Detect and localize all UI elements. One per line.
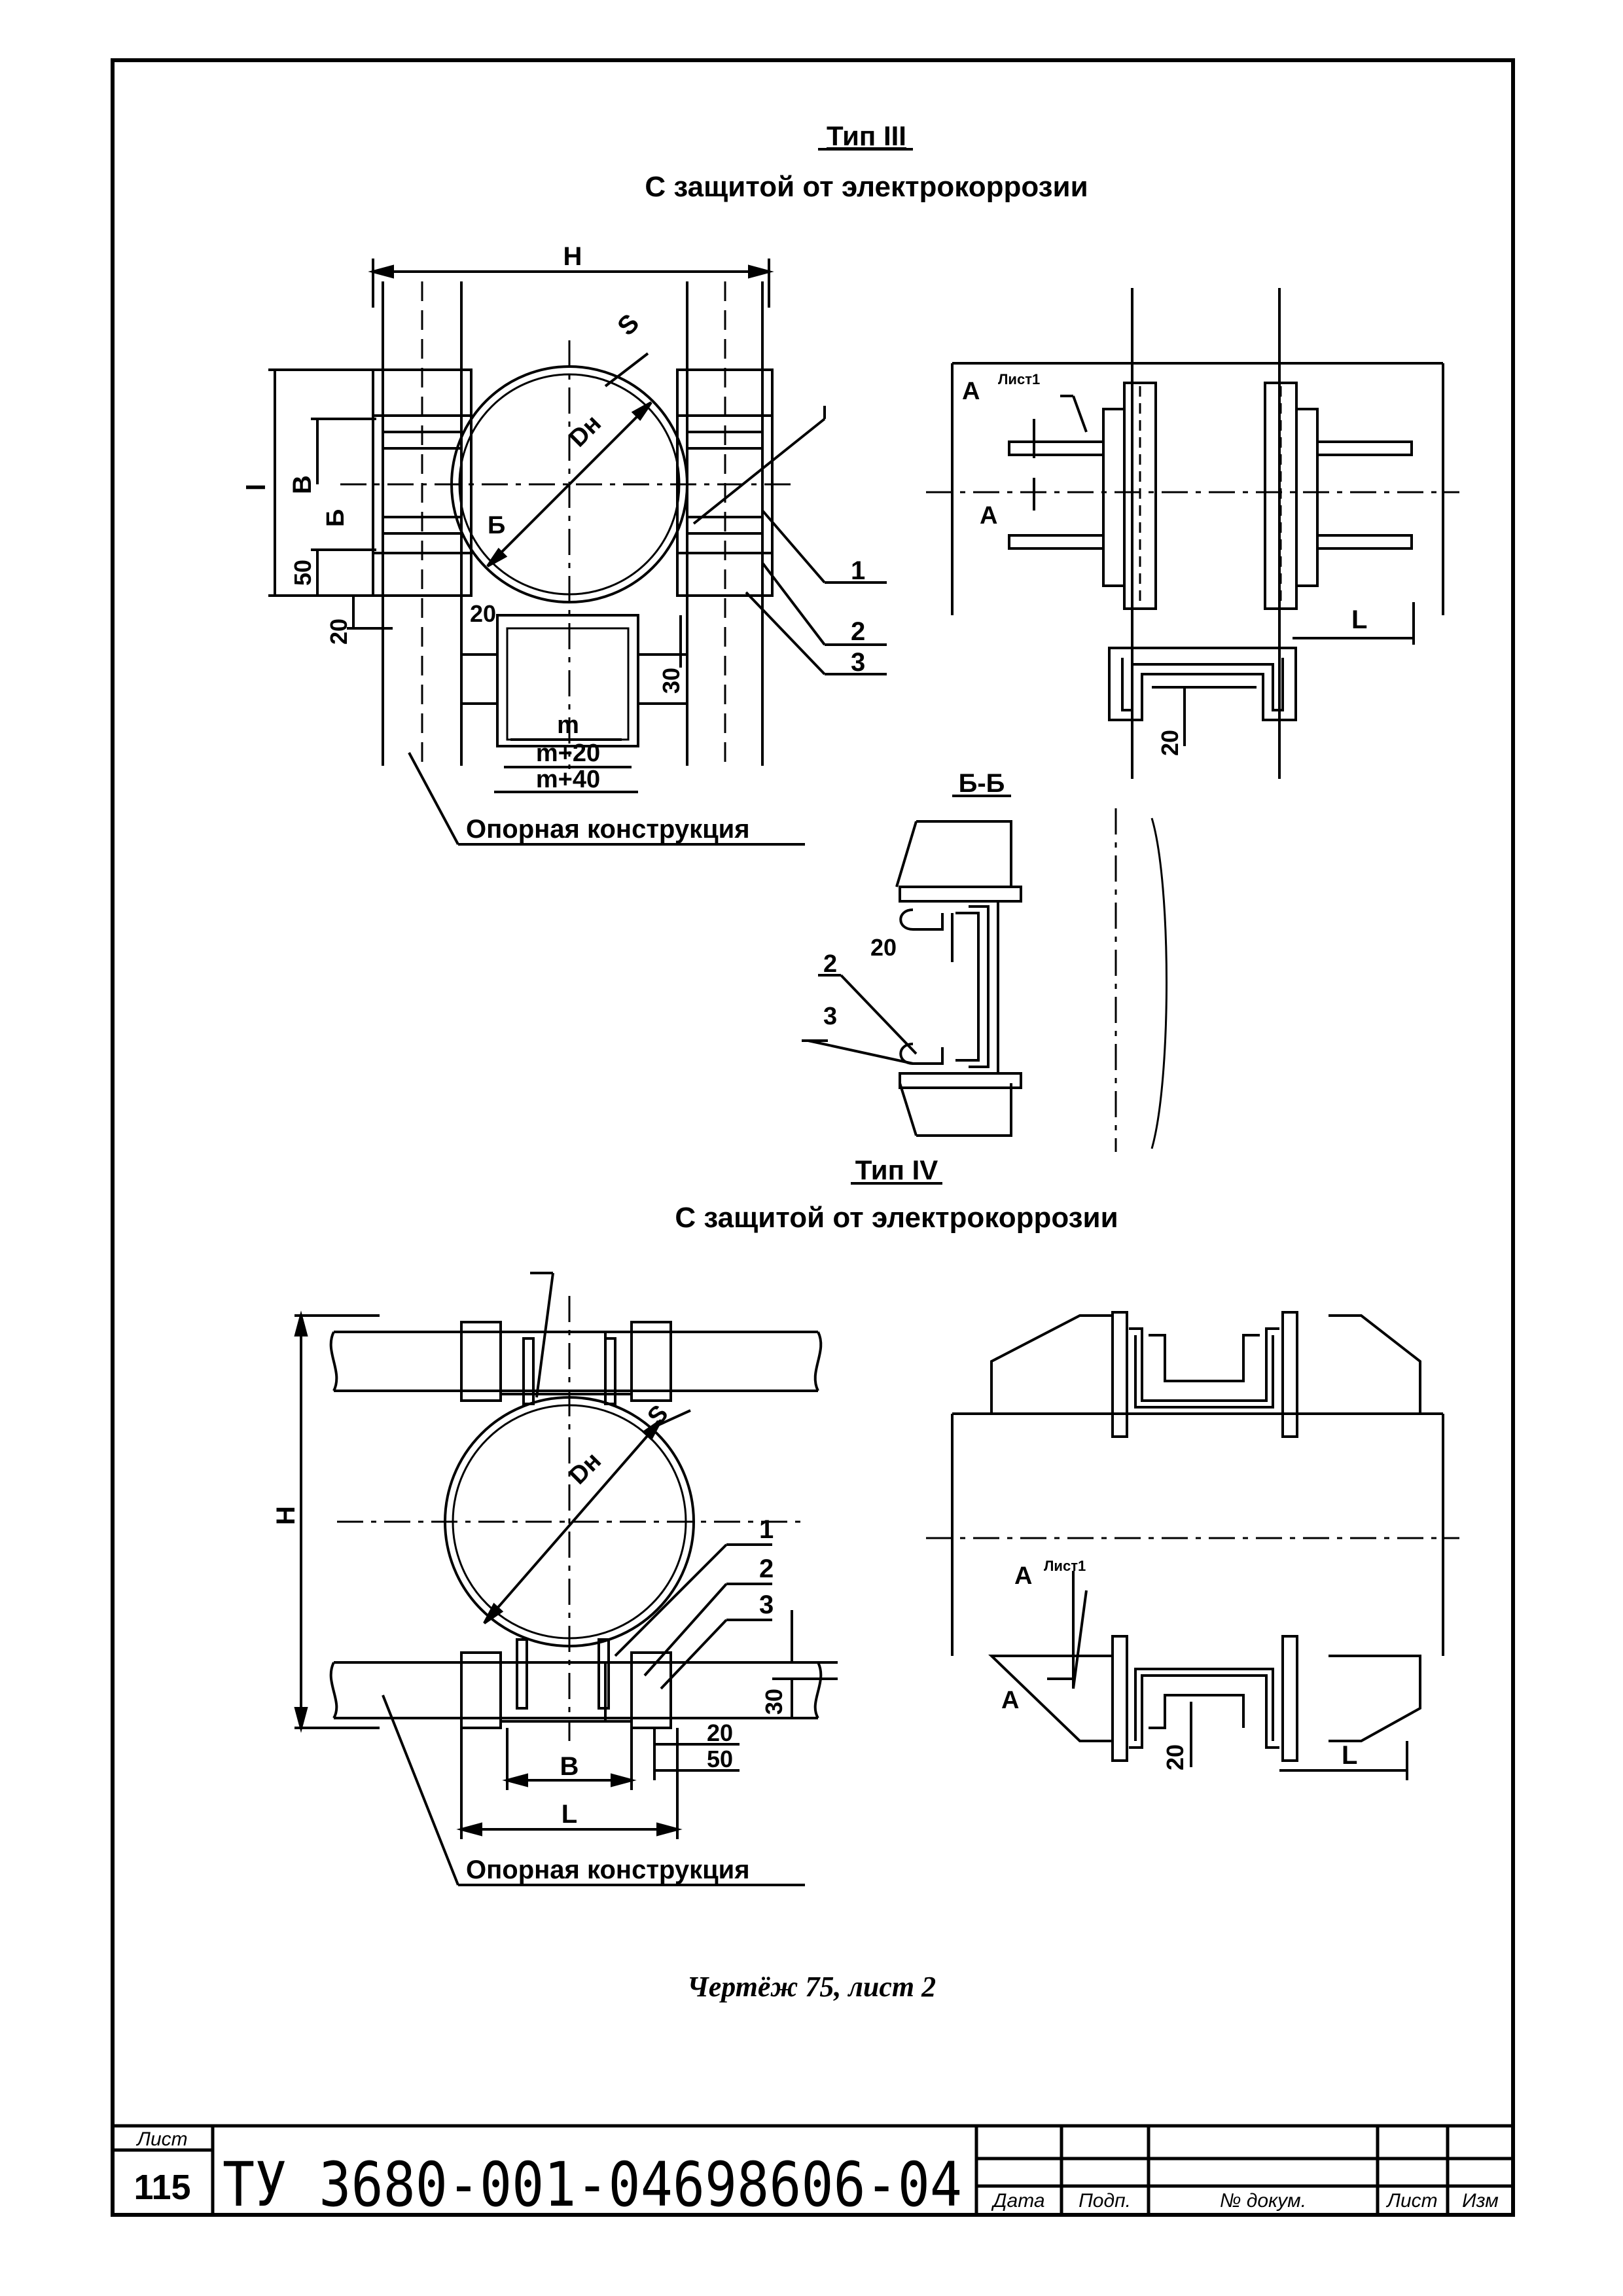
sheet1-ref-top: Лист1: [998, 371, 1040, 387]
type3-side-view: [926, 288, 1459, 779]
dim-l-top: l: [242, 484, 271, 491]
sheet1-ref-bottom: Лист1: [1044, 1558, 1086, 1574]
dim-20-cut: 20: [870, 934, 897, 961]
sheet-label: Лист: [135, 2128, 187, 2150]
dim-L-top: L: [1351, 605, 1367, 634]
callout-2-cut: 2: [823, 950, 837, 978]
dim-S-top: S: [612, 308, 645, 341]
cut-A-top-1: А: [962, 378, 980, 405]
dim-30-top: 30: [658, 668, 685, 694]
callout-1-bottom: 1: [759, 1515, 774, 1544]
col-change: Изм: [1462, 2190, 1499, 2212]
sheet-frame: [111, 58, 1515, 2217]
section-cut-title: Б-Б: [959, 769, 1005, 798]
doc-code: ТУ 3680-001-04698606-04: [223, 2149, 962, 2221]
dim-H-top: H: [563, 242, 582, 271]
section-bottom-title: Тип IV: [855, 1155, 938, 1185]
type3-front-view: [268, 259, 887, 846]
dim-m40: m+40: [536, 766, 600, 793]
cut-mark-left: Б: [322, 509, 349, 527]
col-sign: Подп.: [1079, 2190, 1131, 2212]
dim-50-bottom: 50: [707, 1746, 733, 1772]
dim-m: m: [557, 711, 579, 739]
col-date: Дата: [991, 2190, 1044, 2212]
section-cut-view: [802, 808, 1168, 1152]
col-doc: № докум.: [1220, 2190, 1306, 2212]
dim-H-bottom: H: [272, 1506, 300, 1525]
dim-30-bottom: 30: [760, 1689, 787, 1715]
dim-20-top: 20: [470, 600, 496, 627]
callout-3-cut: 3: [823, 1003, 837, 1030]
cut-A-bottom-1: А: [1014, 1562, 1032, 1590]
dim-20-top-side: 20: [1156, 730, 1183, 756]
type4-front-view: [294, 1272, 838, 1886]
dim-L-bottom-side: L: [1342, 1741, 1357, 1770]
dim-B-top: B: [288, 475, 317, 494]
col-sheet: Лист: [1385, 2190, 1437, 2212]
dim-20-bottom-side: 20: [1162, 1744, 1188, 1770]
cut-A-top-2: А: [980, 502, 997, 529]
dim-L-bottom: L: [562, 1800, 577, 1829]
dim-20-bottom: 20: [707, 1719, 733, 1746]
type4-side-view: [926, 1311, 1459, 1780]
cut-A-bottom-2: А: [1001, 1687, 1019, 1714]
section-top-subtitle: С защитой от электрокоррозии: [645, 171, 1088, 203]
dim-20-top-left: 20: [325, 619, 352, 645]
dim-50-top: 50: [289, 560, 316, 586]
support-label-top: Опорная конструкция: [466, 815, 750, 844]
dim-B-bottom: B: [560, 1752, 579, 1781]
cut-mark-right: Б: [488, 512, 505, 539]
title-block: [113, 2124, 1513, 2215]
callout-3-bottom: 3: [759, 1590, 774, 1619]
callout-2-bottom: 2: [759, 1554, 774, 1583]
section-top-title: Тип III: [827, 120, 906, 151]
callout-1-top: 1: [851, 556, 865, 585]
dim-m20: m+20: [536, 740, 600, 767]
section-bottom-subtitle: С защитой от электрокоррозии: [675, 1202, 1118, 1234]
callout-2-top: 2: [851, 617, 865, 646]
support-label-bottom: Опорная конструкция: [466, 1856, 750, 1884]
drawing-caption: Чертёж 75, лист 2: [687, 1971, 936, 2003]
callout-3-top: 3: [851, 648, 865, 677]
sheet-number: 115: [134, 2168, 190, 2207]
